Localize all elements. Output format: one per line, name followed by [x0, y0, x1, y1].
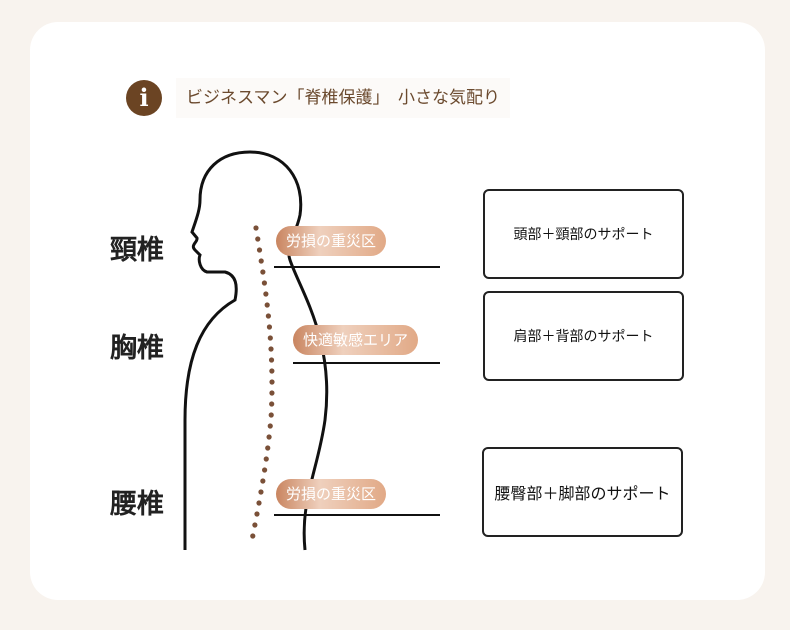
tag-lumbar: 労損の重災区 [276, 479, 387, 509]
spine-dot [263, 291, 269, 297]
spine-dot [269, 401, 275, 407]
spine-dot [252, 522, 258, 528]
label-cervical: 頸椎 [110, 235, 164, 266]
spine-dot [258, 489, 264, 495]
spine-dot [250, 533, 256, 539]
spine-dot [269, 379, 275, 385]
spine-dot [268, 412, 274, 418]
support-box-cervical: 頭部＋頸部のサポート [483, 189, 684, 279]
divider [274, 514, 440, 516]
spine-dot [266, 324, 273, 330]
spine-dot [269, 368, 275, 374]
divider [293, 362, 440, 364]
support-text: 肩部＋背部のサポート [513, 329, 654, 345]
tag-cervical: 労損の重災区 [276, 226, 387, 256]
spine-dots [250, 225, 275, 539]
spine-dot [255, 236, 261, 242]
spine-dot [260, 269, 266, 275]
spine-dot [260, 478, 266, 484]
spine-dot [268, 346, 274, 352]
info-icon: i [126, 80, 162, 116]
support-text: 腰臀部＋脚部のサポート [494, 484, 671, 503]
spine-dot [256, 500, 262, 506]
spine-dot [256, 247, 263, 253]
support-text: 頭部＋頸部のサポート [513, 227, 654, 243]
label-lumbar: 腰椎 [110, 489, 164, 520]
spine-dot [267, 423, 273, 429]
page-title: ビジネスマン「脊椎保護」 小さな気配り [176, 78, 510, 118]
spine-dot [265, 313, 271, 319]
spine-dot [265, 445, 271, 451]
spine-dot [258, 258, 264, 264]
spine-dot [264, 302, 270, 308]
tag-thoracic: 快適敏感エリア [293, 325, 419, 355]
spine-dot [261, 280, 268, 286]
spine-dot [254, 511, 260, 517]
spine-dot [269, 390, 275, 396]
support-box-lumbar: 腰臀部＋脚部のサポート [482, 447, 683, 537]
spine-dot [268, 357, 275, 363]
divider [274, 266, 440, 268]
spine-dot [266, 434, 272, 440]
spine-dot [267, 335, 273, 341]
spine-dot [263, 456, 269, 462]
label-thoracic: 胸椎 [110, 333, 164, 364]
support-box-thoracic: 肩部＋背部のサポート [483, 291, 684, 381]
spine-dot [262, 467, 268, 473]
spine-dot [253, 225, 259, 231]
